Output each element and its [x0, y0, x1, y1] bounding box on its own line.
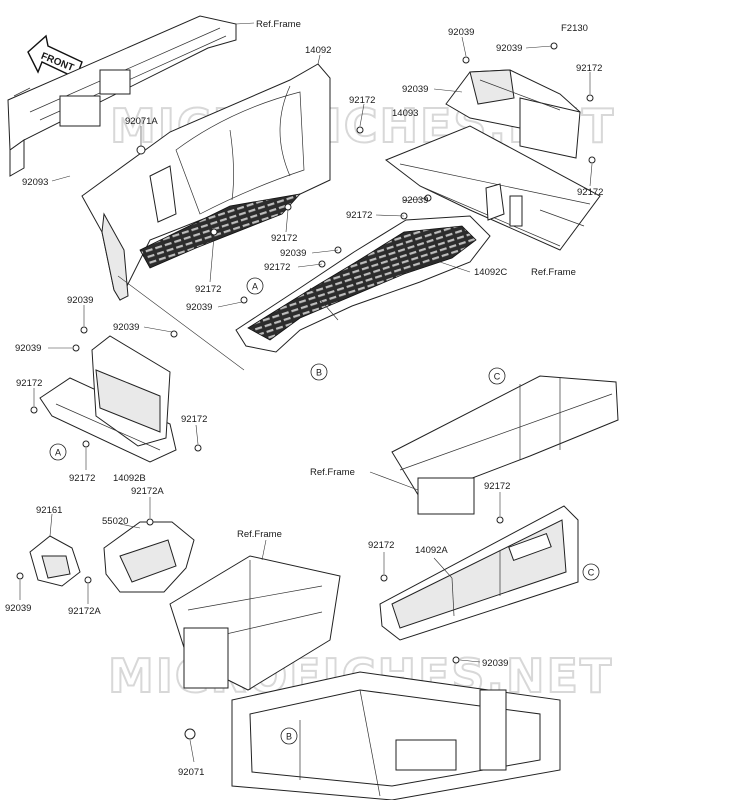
callout-92039: 92039	[496, 43, 522, 54]
callout-92172: 92172	[346, 210, 372, 221]
floor-mat-14092c	[235, 215, 491, 353]
callout-92071: 92071	[178, 767, 204, 778]
guard-55020	[103, 521, 195, 593]
callout-92172a: 92172A	[68, 606, 101, 617]
callout-92172: 92172	[181, 414, 207, 425]
callout-55020: 55020	[102, 516, 128, 527]
callout-92039: 92039	[113, 322, 139, 333]
ref-marker-A1: A	[246, 277, 264, 295]
svg-text:A: A	[55, 448, 61, 458]
callout-92039: 92039	[448, 27, 474, 38]
svg-text:A: A	[252, 282, 258, 292]
callout-92039: 92039	[67, 295, 93, 306]
callout-92172: 92172	[576, 63, 602, 74]
callout-92071a: 92071A	[125, 116, 158, 127]
callout-ref-frame: Ref.Frame	[237, 529, 282, 540]
leader-lines	[19, 22, 593, 763]
diagram-code: F2130	[561, 23, 588, 34]
callout-92161: 92161	[36, 505, 62, 516]
callout-92172: 92172	[349, 95, 375, 106]
front-frame-assembly	[7, 15, 237, 177]
ref-marker-C1: C	[488, 367, 506, 385]
callout-ref-frame: Ref.Frame	[531, 267, 576, 278]
ref-marker-C2: C	[582, 563, 600, 581]
rear-guard-frame	[391, 375, 619, 515]
callout-14092c: 14092C	[474, 267, 507, 278]
callout-92172: 92172	[577, 187, 603, 198]
callout-92172: 92172	[264, 262, 290, 273]
callout-92039: 92039	[5, 603, 31, 614]
callout-92172a: 92172A	[131, 486, 164, 497]
callout-92039: 92039	[15, 343, 41, 354]
callout-92172: 92172	[484, 481, 510, 492]
callout-92039: 92039	[402, 84, 428, 95]
svg-text:C: C	[494, 372, 501, 382]
ref-marker-B2: B	[280, 727, 298, 745]
svg-text:C: C	[588, 568, 595, 578]
svg-text:B: B	[316, 368, 322, 378]
callout-92039: 92039	[402, 195, 428, 206]
rear-panel-14092a	[379, 505, 579, 641]
rear-bracket-14093	[445, 69, 581, 159]
side-panel-14092b	[39, 335, 177, 463]
ref-marker-B1: B	[310, 363, 328, 381]
rear-floor-frame	[385, 125, 601, 251]
callout-14093: 14093	[392, 108, 418, 119]
ref-marker-A2: A	[49, 443, 67, 461]
callout-92039: 92039	[186, 302, 212, 313]
callout-ref-frame: Ref.Frame	[310, 467, 355, 478]
main-frame	[169, 555, 561, 800]
callout-ref-frame: Ref.Frame	[256, 19, 301, 30]
bracket-92161	[29, 535, 81, 587]
callout-92039: 92039	[482, 658, 508, 669]
callout-14092b: 14092B	[113, 473, 146, 484]
callout-14092a: 14092A	[415, 545, 448, 556]
callout-92172: 92172	[16, 378, 42, 389]
callout-labels: Ref.Frame 14092 92071A 92172 92093 92172…	[5, 19, 603, 778]
callout-92172: 92172	[368, 540, 394, 551]
callout-92093: 92093	[22, 177, 48, 188]
callout-92172: 92172	[69, 473, 95, 484]
callout-92039: 92039	[280, 248, 306, 259]
svg-text:B: B	[286, 732, 292, 742]
callout-92172: 92172	[271, 233, 297, 244]
fastener-icons	[16, 42, 596, 664]
callout-14092: 14092	[305, 45, 331, 56]
callout-92172: 92172	[195, 284, 221, 295]
